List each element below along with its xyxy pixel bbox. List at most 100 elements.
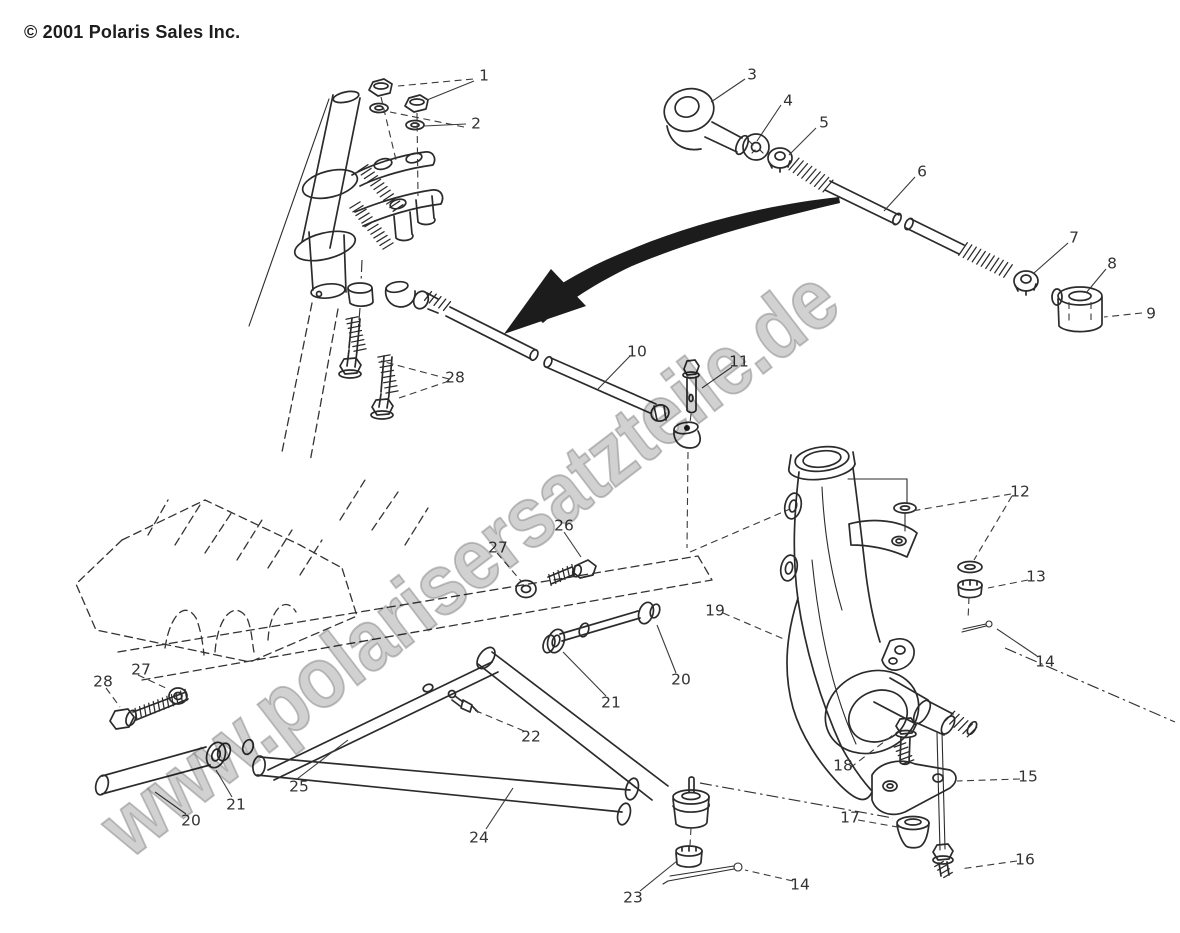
thread-tick bbox=[138, 706, 143, 719]
thread-tick bbox=[373, 231, 385, 239]
bushing-21-left bbox=[205, 741, 232, 769]
part-label-7: 7 bbox=[1069, 229, 1079, 247]
part-label-11: 11 bbox=[729, 353, 749, 371]
thread-tick bbox=[389, 200, 401, 209]
thread-tick bbox=[179, 690, 184, 703]
lower-hardware bbox=[871, 717, 957, 877]
thread-tick bbox=[813, 173, 826, 188]
thread-tick bbox=[161, 697, 165, 710]
part-label-16: 16 bbox=[1015, 851, 1035, 869]
pivot-tube-20-left bbox=[94, 746, 211, 796]
tie-rod-inner bbox=[384, 280, 791, 553]
thread-tick bbox=[818, 176, 830, 190]
ball-joint bbox=[672, 776, 711, 829]
thread-tick bbox=[357, 164, 369, 172]
thread-tick bbox=[957, 720, 969, 732]
part-label-27: 27 bbox=[488, 539, 508, 557]
bolt-28a2 bbox=[370, 355, 394, 420]
thread-tick bbox=[358, 212, 370, 220]
thread-tick bbox=[166, 695, 170, 709]
thread-tick bbox=[367, 223, 379, 232]
thread-tick bbox=[353, 348, 367, 352]
part-label-17: 17 bbox=[840, 809, 860, 827]
thread-tick bbox=[442, 300, 452, 312]
part-label-14: 14 bbox=[790, 876, 810, 894]
thread-tick bbox=[383, 380, 397, 384]
part-label-22: 22 bbox=[521, 728, 541, 746]
stem-washer-1 bbox=[369, 102, 389, 114]
thread-tick bbox=[953, 716, 965, 728]
thread-tick bbox=[184, 688, 188, 702]
washer-12b bbox=[957, 560, 983, 574]
nut-13 bbox=[957, 579, 983, 599]
thread-tick bbox=[897, 750, 911, 757]
thread-tick bbox=[962, 723, 973, 735]
thread-tick bbox=[966, 726, 978, 738]
thread-tick bbox=[370, 227, 382, 235]
thread-tick bbox=[379, 189, 391, 198]
steering-knuckle bbox=[779, 445, 1176, 801]
direction-arrow bbox=[504, 197, 840, 334]
part-label-9: 9 bbox=[1146, 305, 1156, 323]
thread-tick bbox=[566, 565, 571, 579]
part-label-1: 1 bbox=[479, 67, 489, 85]
thread-tick bbox=[384, 385, 398, 389]
part-label-23: 23 bbox=[623, 889, 643, 907]
part-label-19: 19 bbox=[705, 602, 725, 620]
spacer-left bbox=[241, 738, 255, 756]
part-label-18: 18 bbox=[833, 757, 853, 775]
thread-tick bbox=[438, 298, 447, 309]
thread-tick bbox=[962, 244, 973, 259]
thread-tick bbox=[822, 179, 834, 193]
thread-tick bbox=[351, 339, 365, 343]
bolt-11 bbox=[682, 359, 700, 424]
thread-tick bbox=[360, 167, 372, 176]
leader-lines bbox=[105, 78, 1143, 892]
thread-tick bbox=[801, 165, 813, 179]
thread-tick bbox=[949, 713, 960, 725]
part-label-25: 25 bbox=[289, 778, 309, 796]
nut-7 bbox=[1013, 270, 1039, 296]
thread-tick bbox=[1003, 264, 1013, 278]
thread-tick bbox=[548, 573, 552, 587]
fasteners bbox=[109, 317, 597, 730]
thread-tick bbox=[901, 759, 915, 765]
part-label-6: 6 bbox=[917, 163, 927, 181]
kingpin-hardware bbox=[847, 478, 993, 633]
cotter-pin-14b bbox=[662, 862, 743, 885]
thread-tick bbox=[552, 571, 557, 585]
thread-tick bbox=[152, 700, 156, 714]
thread-tick bbox=[377, 354, 391, 358]
tie-rod-outer bbox=[663, 87, 1103, 333]
washer-12a bbox=[893, 502, 917, 514]
thread-tick bbox=[985, 255, 995, 270]
stem-bushing bbox=[347, 259, 374, 333]
thread-tick bbox=[980, 253, 991, 267]
thread-tick bbox=[379, 364, 393, 368]
thread-tick bbox=[364, 219, 376, 228]
thread-tick bbox=[971, 248, 982, 263]
thread-tick bbox=[423, 290, 433, 302]
thread-tick bbox=[376, 185, 388, 194]
cup-17 bbox=[896, 815, 930, 849]
part-label-15: 15 bbox=[1018, 768, 1038, 786]
thread-tick bbox=[170, 693, 174, 707]
thread-tick bbox=[352, 343, 366, 348]
thread-tick bbox=[370, 178, 382, 187]
thread-tick bbox=[175, 692, 179, 705]
thread-tick bbox=[805, 168, 817, 182]
thread-tick bbox=[792, 160, 804, 174]
cotter-pin-14a bbox=[961, 620, 993, 633]
thread-tick bbox=[944, 710, 956, 722]
part-label-12: 12 bbox=[1010, 483, 1030, 501]
thread-tick bbox=[355, 208, 367, 217]
thread-tick bbox=[382, 193, 395, 202]
thread-tick bbox=[363, 171, 375, 180]
bolt-18 bbox=[895, 717, 917, 766]
thread-tick bbox=[378, 359, 392, 363]
thread-tick bbox=[157, 699, 161, 712]
thread-tick bbox=[943, 871, 953, 879]
thread-tick bbox=[937, 864, 947, 871]
thread-tick bbox=[345, 316, 359, 320]
